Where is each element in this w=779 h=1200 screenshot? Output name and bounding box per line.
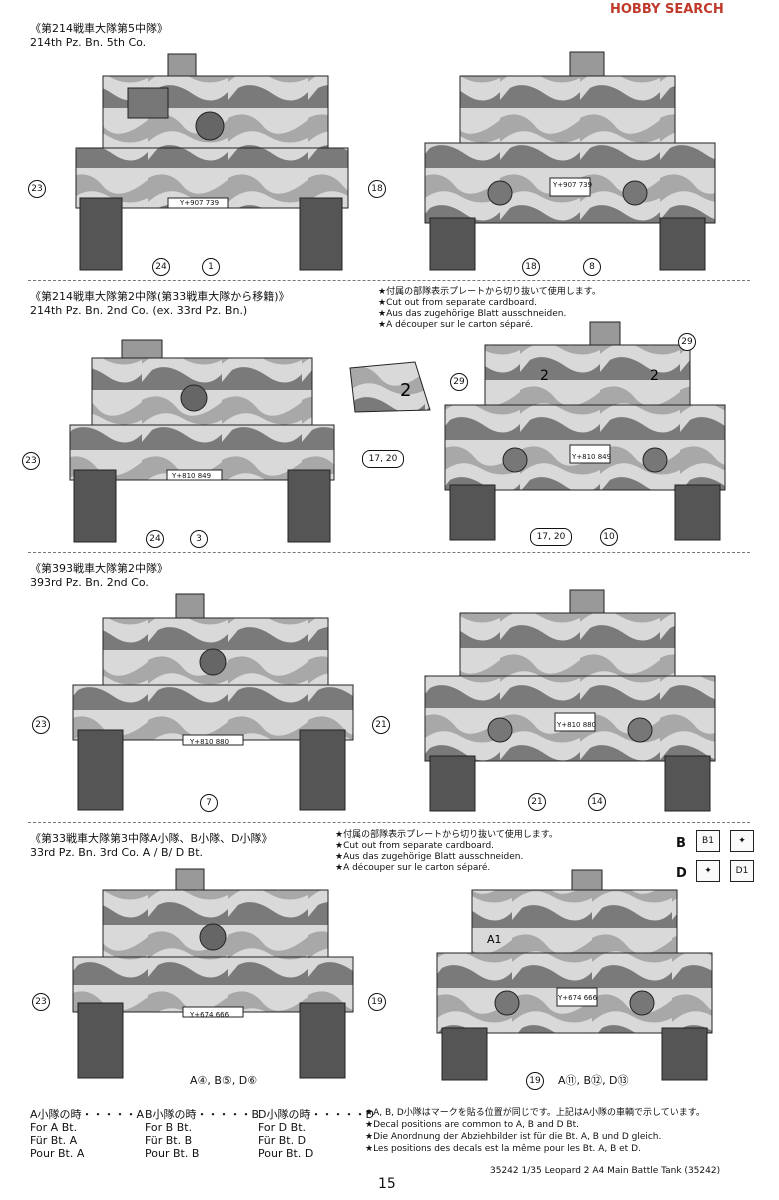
callout-marker: 8 [583, 258, 601, 276]
callout-marker: 19 [526, 1072, 544, 1090]
callout-marker: 21 [372, 716, 390, 734]
bt-b-de: Für Bt. B [145, 1134, 193, 1147]
bt-a-jp: A小隊の時・・・・・A [30, 1108, 145, 1121]
tank-front-view-1 [75, 53, 349, 271]
license-plate: Y+810 880 [190, 738, 230, 746]
section-3-title-en: 393rd Pz. Bn. 2nd Co. [30, 576, 149, 589]
bt-d-de: Für Bt. D [258, 1134, 307, 1147]
callout-marker: 10 [600, 528, 618, 546]
battery-b-plate: B1 [696, 830, 720, 852]
bottom-note-en: ★Decal positions are common to A, B and … [365, 1120, 579, 1130]
svg-text:2: 2 [540, 368, 549, 384]
section-4-title-jp: 《第33戦車大隊第3中隊A小隊、B小隊、D小隊》 [30, 832, 273, 845]
tank-front-view-3 [72, 593, 354, 811]
bt-a-en: For A Bt. [30, 1121, 78, 1134]
battery-callouts-rear: A⑪, B⑫, D⑬ [558, 1074, 629, 1087]
callout-marker: 21 [528, 793, 546, 811]
callout-marker: 29 [450, 373, 468, 391]
unit-plate-illustration: 2 [349, 361, 431, 413]
bt-b-en: For B Bt. [145, 1121, 193, 1134]
callout-marker: 23 [32, 993, 50, 1011]
bottom-note-de: ★Die Anordnung der Abziehbilder ist für … [365, 1132, 662, 1142]
section-4-note-fr: ★A découper sur le carton séparé. [335, 863, 491, 873]
callout-marker: 14 [588, 793, 606, 811]
license-plate: Y+674 666 [558, 994, 598, 1002]
svg-text:2: 2 [650, 368, 659, 384]
bt-a-fr: Pour Bt. A [30, 1147, 85, 1160]
license-plate: Y+907 739 [180, 199, 220, 207]
section-4-note-en: ★Cut out from separate cardboard. [335, 841, 495, 851]
battery-d-letter: D [676, 866, 687, 881]
callout-marker: 17, 20 [362, 450, 404, 468]
product-info: 35242 1/35 Leopard 2 A4 Main Battle Tank… [490, 1166, 721, 1176]
bottom-note-jp: ★A, B, D小隊はマークを貼る位置が同じです。上記はA小隊の車輌で示していま… [365, 1108, 705, 1118]
license-plate: Y+810 849 [172, 472, 212, 480]
bt-b-jp: B小隊の時・・・・・B [145, 1108, 260, 1121]
callout-marker: 19 [368, 993, 386, 1011]
bt-a-de: Für Bt. A [30, 1134, 78, 1147]
section-1-title-jp: 《第214戦車大隊第5中隊》 [30, 22, 168, 35]
callout-marker: 18 [522, 258, 540, 276]
callout-marker: 23 [28, 180, 46, 198]
section-2-title-jp: 《第214戦車大隊第2中隊(第33戦車大隊から移籍)》 [30, 290, 290, 303]
license-plate: Y+907 739 [553, 181, 593, 189]
bt-d-jp: D小隊の時・・・・・D [258, 1108, 374, 1121]
section-divider [28, 822, 750, 823]
battery-callouts-front: A④, B⑤, D⑥ [190, 1074, 258, 1087]
section-1-title-en: 214th Pz. Bn. 5th Co. [30, 36, 147, 49]
crest-icon: ✦ [730, 830, 754, 852]
license-plate: Y+810 880 [557, 721, 597, 729]
svg-text:A1: A1 [487, 933, 502, 946]
section-2-note-fr: ★A découper sur le carton séparé. [378, 320, 534, 330]
bt-d-en: For D Bt. [258, 1121, 307, 1134]
callout-marker: 17, 20 [530, 528, 572, 546]
page-number: 15 [378, 1176, 396, 1192]
tank-front-view-4 [72, 868, 354, 1079]
section-4-title-en: 33rd Pz. Bn. 3rd Co. A / B/ D Bt. [30, 846, 204, 859]
license-plate: Y+810 849 [572, 453, 612, 461]
bottom-note-fr: ★Les positions des decals est la même po… [365, 1144, 641, 1154]
crest-icon: ✦ [696, 860, 720, 882]
section-3-title-jp: 《第393戦車大隊第2中隊》 [30, 562, 168, 575]
callout-marker: 24 [152, 258, 170, 276]
watermark: HOBBY SEARCH [610, 2, 724, 17]
callout-marker: 3 [190, 530, 208, 548]
section-2-note-jp: ★付属の部隊表示プレートから切り抜いて使用します。 [378, 287, 601, 297]
tank-rear-view-1 [424, 51, 716, 271]
callout-marker: 29 [678, 333, 696, 351]
tank-rear-view-2: 2 2 [444, 321, 726, 541]
bt-d-fr: Pour Bt. D [258, 1147, 314, 1160]
callout-marker: 1 [202, 258, 220, 276]
section-divider [28, 552, 750, 553]
section-4-note-de: ★Aus das zugehörige Blatt ausschneiden. [335, 852, 524, 862]
section-2-note-de: ★Aus das zugehörige Blatt ausschneiden. [378, 309, 567, 319]
section-2-note-en: ★Cut out from separate cardboard. [378, 298, 538, 308]
license-plate: Y+674 666 [190, 1011, 230, 1019]
section-divider [28, 280, 750, 281]
battery-b-letter: B [676, 836, 686, 851]
callout-marker: 23 [32, 716, 50, 734]
callout-marker: 23 [22, 452, 40, 470]
tank-rear-view-4: A1 [436, 869, 713, 1081]
tank-rear-view-3 [424, 589, 716, 812]
svg-text:2: 2 [400, 380, 411, 401]
callout-marker: 7 [200, 794, 218, 812]
callout-marker: 24 [146, 530, 164, 548]
bt-b-fr: Pour Bt. B [145, 1147, 200, 1160]
battery-d-plate: D1 [730, 860, 754, 882]
section-4-note-jp: ★付属の部隊表示プレートから切り抜いて使用します。 [335, 830, 558, 840]
tank-front-view-2 [69, 339, 335, 543]
callout-marker: 18 [368, 180, 386, 198]
section-2-title-en: 214th Pz. Bn. 2nd Co. (ex. 33rd Pz. Bn.) [30, 304, 248, 317]
